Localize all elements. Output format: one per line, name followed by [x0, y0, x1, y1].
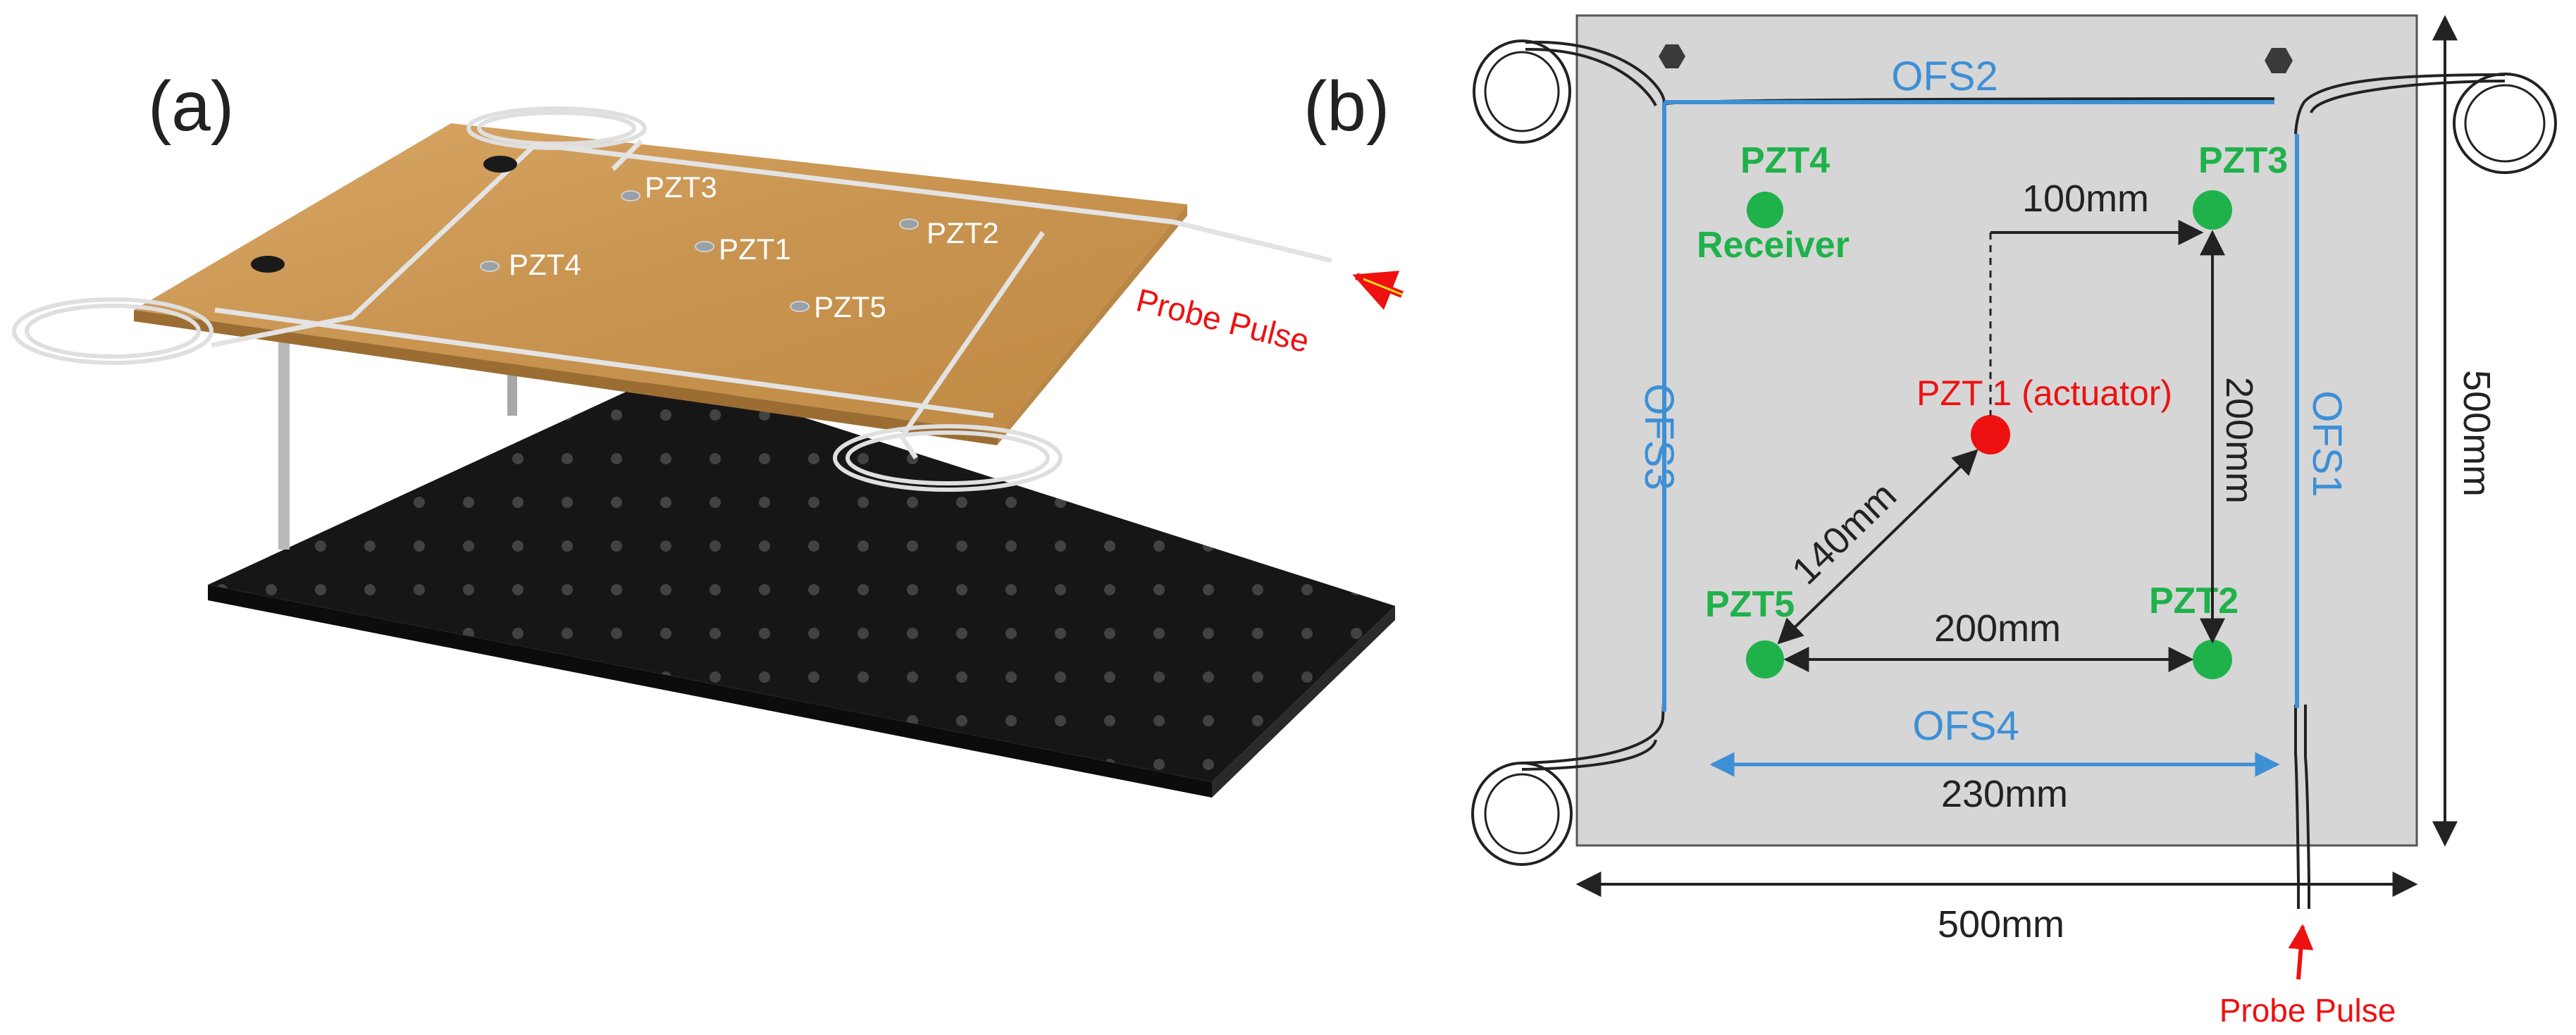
pzt1-dot: [1971, 415, 2010, 454]
ofs4-label: OFS4: [1912, 703, 2019, 749]
orange-plate: [134, 123, 1187, 445]
pzt-discs: [480, 190, 919, 312]
receiver-label: Receiver: [1697, 225, 1850, 266]
ofs-fibers: [1662, 100, 2299, 712]
pzt5-dot: [1746, 640, 1784, 678]
fiber-coils-b: [1471, 39, 2557, 866]
pzt3-dot: [2193, 190, 2232, 230]
panel-a-label: (a): [148, 67, 234, 146]
hex-nut-right: [2265, 48, 2293, 73]
probe-pulse-label-a: Probe Pulse: [1133, 281, 1313, 359]
pzt5-label-b: PZT5: [1705, 584, 1795, 625]
dim-200-horizontal-label: 200mm: [1934, 607, 2061, 650]
fiber-paths-a: [211, 139, 1332, 459]
fiber-loops-a: [12, 106, 1063, 492]
pzt1-label-a: PZT1: [719, 233, 791, 266]
dim-100-label: 100mm: [2022, 178, 2149, 220]
pzt3-label-b: PZT3: [2198, 140, 2288, 181]
dim-230-label: 230mm: [1941, 773, 2068, 815]
probe-pulse-label-b: Probe Pulse: [2219, 992, 2396, 1029]
pzt1-label-b: PZT 1 (actuator): [1916, 373, 2172, 413]
panel-b-label: (b): [1304, 67, 1389, 146]
plate-width-label: 500mm: [1938, 903, 2064, 946]
pzt3-label-a: PZT3: [645, 171, 717, 204]
pzt2-label-b: PZT2: [2149, 581, 2238, 621]
knob-2: [251, 256, 285, 273]
pzt4-dot: [1747, 192, 1783, 228]
pzt2-dot: [2193, 640, 2232, 679]
ofs3-label: OFS3: [1636, 383, 1682, 490]
plate-height-label: 500mm: [2456, 370, 2498, 497]
panel-a: (a): [12, 67, 1404, 798]
optical-breadboard: [208, 373, 1395, 798]
ofs1-label: OFS1: [2304, 390, 2350, 497]
hex-nut-left: [1659, 44, 1685, 68]
dim-140-arrow: [1777, 449, 1979, 645]
pzt5-label-a: PZT5: [814, 290, 886, 323]
pzt4-label-a: PZT4: [509, 248, 581, 281]
probe-pulse-arrow-b: [2288, 924, 2314, 980]
pzt2-label-a: PZT2: [927, 216, 999, 249]
knob-1: [483, 156, 517, 173]
pzt4-label-b: PZT4: [1740, 140, 1830, 181]
ofs2-label: OFS2: [1891, 54, 1998, 99]
support-post-front: [278, 331, 290, 550]
dim-200-vertical-label: 200mm: [2218, 377, 2260, 504]
panel-b: (b): [1304, 14, 2557, 1029]
